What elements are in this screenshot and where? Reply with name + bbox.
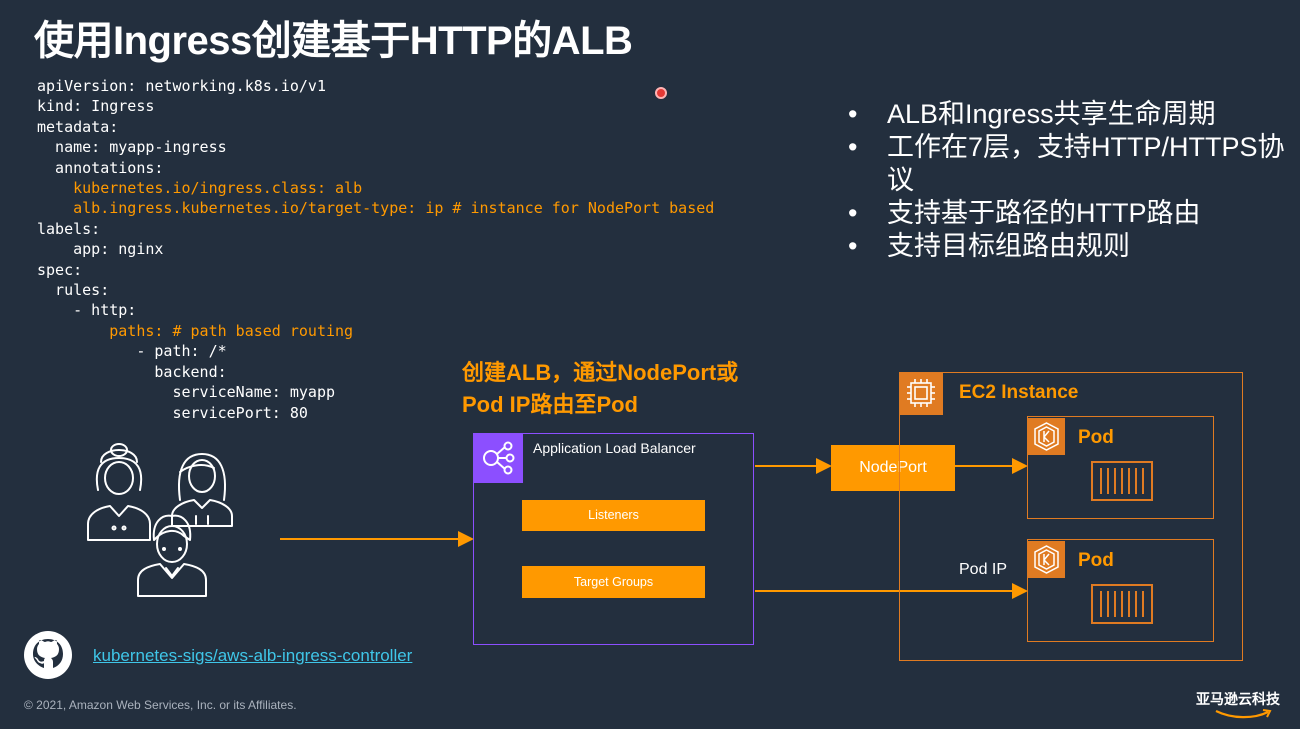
brand-logo-text: 亚马逊云科技 — [1196, 691, 1280, 707]
nodeport-block: NodePort — [831, 445, 955, 491]
code-line: alb.ingress.kubernetes.io/target-type: i… — [37, 199, 715, 218]
repo-link[interactable]: kubernetes-sigs/aws-alb-ingress-controll… — [93, 646, 413, 665]
chip-icon — [899, 372, 943, 415]
slide-title: 使用Ingress创建基于HTTP的ALB — [34, 19, 633, 63]
ec2-instance-title: EC2 Instance — [959, 382, 1079, 403]
smile-arrow-icon — [1215, 709, 1272, 719]
ingress-yaml-code: apiVersion: networking.k8s.io/v1 kind: In… — [37, 76, 714, 423]
listeners-block: Listeners — [522, 500, 705, 531]
code-line: metadata: — [37, 117, 119, 136]
copyright-notice: © 2021, Amazon Web Services, Inc. or its… — [24, 698, 297, 712]
pod-container-1 — [1027, 416, 1214, 519]
github-icon — [24, 631, 72, 679]
code-line: - http: — [37, 301, 137, 320]
routing-callout: 创建ALB，通过NodePort或 Pod IP路由至Pod — [462, 360, 739, 417]
kubernetes-pod-icon — [1028, 418, 1065, 455]
container-icon — [1091, 584, 1153, 624]
code-line: annotations: — [37, 158, 164, 177]
pod-title-1: Pod — [1078, 427, 1114, 448]
brand-logo: 亚马逊云科技 — [1196, 689, 1280, 719]
bullet-path-routing: 支持基于路径的HTTP路由 — [848, 197, 1287, 230]
container-icon — [1091, 461, 1153, 501]
bullet-lifecycle: ALB和Ingress共享生命周期 — [848, 98, 1287, 131]
target-groups-block: Target Groups — [522, 566, 705, 598]
code-line: labels: — [37, 219, 101, 238]
code-line: kubernetes.io/ingress.class: alb — [37, 179, 363, 198]
feature-bullet-list: ALB和Ingress共享生命周期 工作在7层，支持HTTP/HTTPS协议 支… — [848, 98, 1287, 263]
pod-title-2: Pod — [1078, 550, 1114, 571]
code-line: rules: — [37, 281, 110, 300]
ec2-instance-container — [899, 372, 1243, 661]
bullet-target-group-rules: 支持目标组路由规则 — [848, 230, 1287, 263]
alb-container — [473, 433, 754, 645]
code-line: name: myapp-ingress — [37, 138, 227, 157]
code-line: serviceName: myapp — [37, 383, 336, 402]
code-line: - path: /* — [37, 342, 227, 361]
kubernetes-pod-icon — [1028, 541, 1065, 578]
code-line: paths: # path based routing — [37, 321, 354, 340]
users-group-icon — [87, 443, 233, 597]
pod-ip-label: Pod IP — [959, 561, 1008, 578]
pointer-dot — [655, 87, 667, 99]
bullet-layer7: 工作在7层，支持HTTP/HTTPS协议 — [848, 131, 1287, 197]
code-line: spec: — [37, 260, 83, 279]
alb-title: Application Load Balancer — [533, 440, 696, 456]
load-balancer-icon — [473, 433, 523, 483]
code-line: servicePort: 80 — [37, 403, 308, 422]
code-line: app: nginx — [37, 240, 164, 259]
pod-container-2 — [1027, 539, 1214, 642]
code-line: backend: — [37, 362, 227, 381]
code-line: apiVersion: networking.k8s.io/v1 — [37, 77, 326, 95]
code-line: kind: Ingress — [37, 97, 155, 116]
